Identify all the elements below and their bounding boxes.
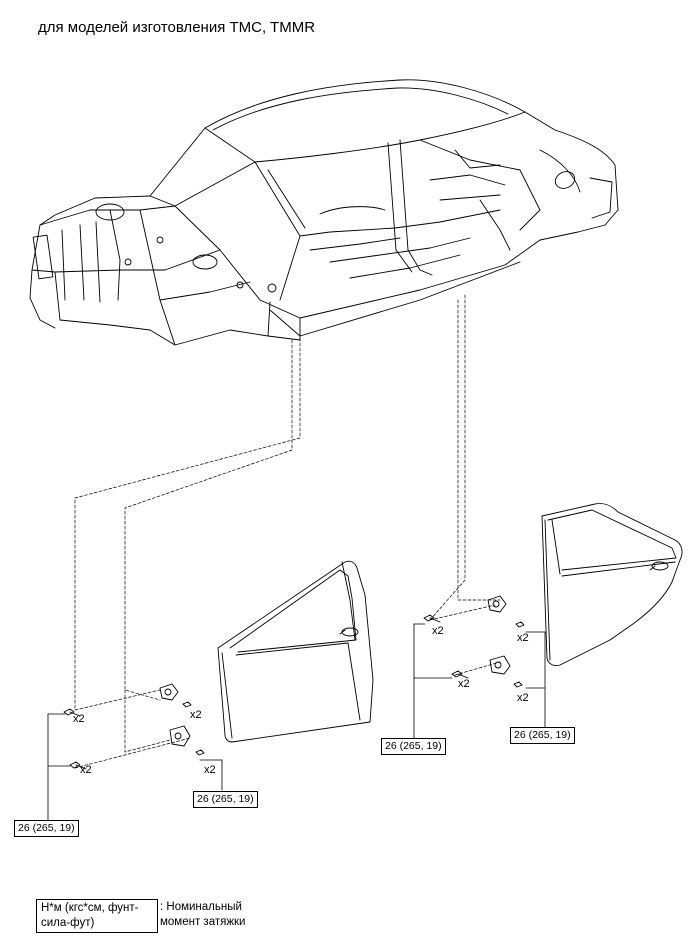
rear-hinge-bolt-qty-upper: x2 [517,632,529,644]
front-door-hinges [63,683,205,770]
front-body-bolt-qty-upper: x2 [73,713,85,725]
page-title: для моделей изготовления TMC, TMMR [38,19,316,36]
rear-door [541,503,683,667]
rear-hinge-bolt-qty-lower: x2 [517,692,529,704]
legend-description: : Номинальный момент затяжки [160,900,245,930]
legend-desc-line2: момент затяжки [160,916,246,928]
legend-unit-line2: сила-фут) [41,917,95,929]
vehicle-body-shell [29,79,619,346]
rear-torque-door-side: 26 (265, 19) [510,727,575,744]
front-body-bolt-qty-lower: x2 [80,764,92,776]
rear-body-bolt-qty-lower: x2 [458,678,470,690]
legend-unit-line1: Н*м (кгс*см, фунт- [41,902,139,914]
front-torque-door-side: 26 (265, 19) [193,791,258,808]
legend-desc-line1: : Номинальный [160,901,242,913]
rear-torque-leaders [413,623,546,739]
front-torque-body-side: 26 (265, 19) [14,820,79,837]
alignment-lines [74,294,501,769]
front-torque-leaders [47,713,223,821]
torque-unit-legend: Н*м (кгс*см, фунт- сила-фут) [36,899,158,933]
front-door [217,560,374,743]
rear-torque-body-side: 26 (265, 19) [381,738,446,755]
rear-door-hinges [423,595,525,688]
front-hinge-bolt-qty-upper: x2 [190,709,202,721]
rear-body-bolt-qty-upper: x2 [432,625,444,637]
front-hinge-bolt-qty-lower: x2 [204,764,216,776]
